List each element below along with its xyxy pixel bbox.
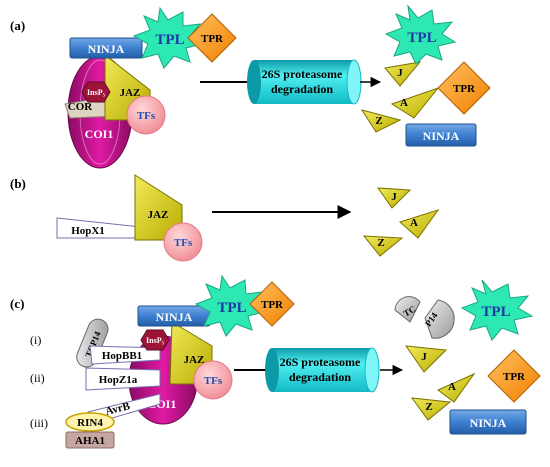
z-label-c: Z bbox=[425, 401, 432, 413]
proteasome-cylinder-c: 26S proteasome degradation bbox=[265, 347, 380, 393]
jaz-label-c: JAZ bbox=[184, 354, 205, 366]
a-fragment-b bbox=[399, 209, 440, 239]
proteasome-c-line-2: degradation bbox=[289, 370, 351, 384]
ninja-c-out-label: NINJA bbox=[470, 416, 507, 430]
tpl-c-out-label: TPL bbox=[481, 304, 510, 320]
z-label: Z bbox=[375, 115, 382, 127]
aha1-label: AHA1 bbox=[75, 435, 105, 447]
ninja-box-out bbox=[405, 123, 477, 147]
sub-label-ii: (ii) bbox=[30, 371, 45, 385]
ninja-out-label: NINJA bbox=[423, 129, 460, 143]
tpl-star-c-out bbox=[460, 279, 534, 341]
tfs-factor-c bbox=[193, 360, 233, 400]
proteasome-c-line-1: 26S proteasome bbox=[280, 355, 361, 369]
rin4-protein bbox=[65, 412, 115, 432]
jaz-label-b: JAZ bbox=[148, 209, 169, 221]
tpl-star bbox=[132, 6, 204, 69]
a-label-b: A bbox=[410, 217, 418, 229]
panel-c-label: (c) bbox=[10, 296, 24, 311]
j-fragment-b bbox=[376, 187, 412, 209]
rin4-label: RIN4 bbox=[77, 417, 103, 429]
insp5-molecule-c bbox=[140, 329, 170, 351]
tpl-out-label: TPL bbox=[407, 30, 436, 46]
j-fragment-c bbox=[404, 345, 448, 373]
hopz1a-label: HopZ1a bbox=[99, 374, 138, 386]
proteasome-cylinder-a: 26S proteasome degradation bbox=[247, 59, 362, 105]
jaz-label: JAZ bbox=[120, 87, 141, 99]
panel-b-label: (b) bbox=[10, 176, 26, 191]
tpl-star-c bbox=[194, 274, 266, 337]
coi1-label: COI1 bbox=[85, 127, 114, 141]
ninja-box-c-out bbox=[449, 409, 527, 435]
hopx1-label: HopX1 bbox=[71, 225, 105, 237]
a-fragment-c bbox=[437, 372, 476, 403]
tpr-diamond-c bbox=[249, 281, 295, 327]
tfs-factor bbox=[126, 95, 166, 135]
insp5-molecule bbox=[81, 81, 111, 103]
proteasome-line-1: 26S proteasome bbox=[262, 67, 343, 81]
panel-b: (b) HopX1 JAZ TFs J A Z bbox=[10, 174, 440, 262]
tpl-label: TPL bbox=[155, 32, 184, 48]
tpr-label: TPR bbox=[201, 33, 224, 45]
hopz1a-effector bbox=[85, 367, 161, 391]
panel-c: (c) (i) (ii) (iii) COI1 TCP14 HopBB1 Hop… bbox=[10, 274, 541, 449]
ninja-label: NINJA bbox=[88, 42, 125, 56]
tpr-diamond-out bbox=[437, 61, 491, 115]
hopbb1-label: HopBB1 bbox=[102, 350, 142, 362]
tfs-label-c: TFs bbox=[204, 375, 223, 387]
insp5-label: InsP₅ bbox=[87, 88, 106, 97]
j-label-b: J bbox=[391, 191, 397, 203]
aha1-protein bbox=[65, 431, 115, 449]
z-fragment-b bbox=[362, 235, 404, 257]
j-label-c: J bbox=[421, 351, 427, 363]
tfs-factor-b bbox=[163, 222, 203, 262]
panel-a-label: (a) bbox=[10, 18, 25, 33]
proteasome-line-2: degradation bbox=[271, 82, 333, 96]
j-label: J bbox=[397, 67, 403, 79]
ninja-box bbox=[69, 37, 143, 59]
tpr-diamond bbox=[187, 13, 237, 63]
a-label: A bbox=[400, 97, 408, 109]
cor-label: COR bbox=[68, 101, 94, 113]
tpr-diamond-c-out bbox=[487, 349, 541, 403]
z-fragment-c bbox=[410, 397, 452, 421]
hopbb1-effector bbox=[89, 345, 161, 365]
p14-fragment bbox=[424, 299, 455, 339]
sub-label-iii: (iii) bbox=[30, 416, 48, 430]
a-label-c: A bbox=[448, 381, 456, 393]
j-fragment bbox=[384, 61, 422, 87]
tpr-c-out-label: TPR bbox=[503, 371, 526, 383]
tpr-out-label: TPR bbox=[453, 83, 476, 95]
sub-label-i: (i) bbox=[30, 333, 41, 347]
tpl-label-c: TPL bbox=[217, 300, 246, 316]
z-fragment bbox=[360, 109, 402, 133]
panel-a: (a) COI1 COR JAZ InsP₅ TFs NINJA TPL TPR bbox=[10, 4, 491, 169]
tpl-star-out bbox=[384, 4, 457, 65]
z-label-b: Z bbox=[377, 237, 384, 249]
tfs-label: TFs bbox=[137, 110, 156, 122]
insp5-label-c: InsP₅ bbox=[146, 336, 165, 345]
tfs-label-b: TFs bbox=[174, 237, 193, 249]
tpr-label-c: TPR bbox=[261, 299, 284, 311]
a-fragment bbox=[390, 86, 440, 119]
tc-fragment bbox=[394, 296, 421, 323]
ninja-label-c: NINJA bbox=[156, 310, 193, 324]
avrb-label: AvrB bbox=[104, 400, 132, 418]
